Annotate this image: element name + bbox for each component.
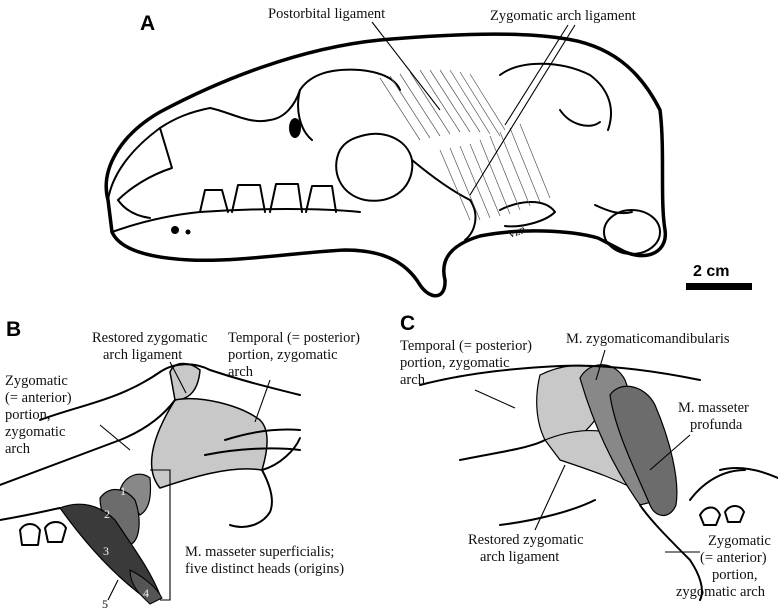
masseter-profunda-muscle	[609, 385, 678, 517]
leader-zyg-ligament-1	[504, 24, 569, 126]
label-c-zygomatic: Zygomatic (= anterior) portion, zygomati…	[676, 533, 774, 600]
masseter-head-4	[129, 569, 163, 605]
label-c-zygomaticomandibularis: M. zygomaticomandibularis	[566, 331, 730, 347]
head-number-3: 3	[103, 544, 109, 558]
leader-zyg-ligament-2	[469, 24, 576, 196]
head-number-1: 1	[120, 484, 126, 498]
panel-c-drawing	[419, 364, 778, 601]
label-c-temporal: Temporal (= posterior) portion, zygomati…	[400, 338, 536, 388]
panel-b-drawing: 1 2 3 4 5	[0, 362, 301, 611]
panel-label-c: C	[400, 312, 415, 335]
label-postorbital-ligament: Postorbital ligament	[268, 6, 385, 22]
leader-postorbital	[371, 21, 441, 111]
masseter-head-1	[119, 473, 152, 516]
skull-drawing: vzn	[104, 32, 667, 298]
scale-bar	[686, 283, 752, 290]
label-b-zygomatic: Zygomatic (= anterior) portion, zygomati…	[5, 373, 75, 457]
artist-signature: vzn	[506, 222, 527, 241]
postorbital-ligament-hatching	[379, 69, 506, 141]
head-number-5: 5	[102, 597, 108, 611]
scale-bar-label: 2 cm	[693, 263, 729, 280]
label-zygomatic-arch-ligament: Zygomatic arch ligament	[490, 8, 636, 24]
panel-label-b: B	[6, 318, 21, 341]
zygomatic-ligament-hatching	[439, 123, 551, 221]
label-c-masseter-profunda: M. masseter profunda	[678, 400, 753, 433]
label-c-restored-ligament: Restored zygomatic arch ligament	[468, 532, 587, 565]
panel-label-a: A	[140, 12, 155, 35]
label-b-temporal: Temporal (= posterior) portion, zygomati…	[228, 330, 364, 380]
head-number-4: 4	[143, 586, 149, 600]
label-b-restored-ligament: Restored zygomatic arch ligament	[92, 330, 211, 363]
head-number-2: 2	[104, 507, 110, 521]
label-b-masseter: M. masseter superficialis; five distinct…	[185, 544, 344, 577]
